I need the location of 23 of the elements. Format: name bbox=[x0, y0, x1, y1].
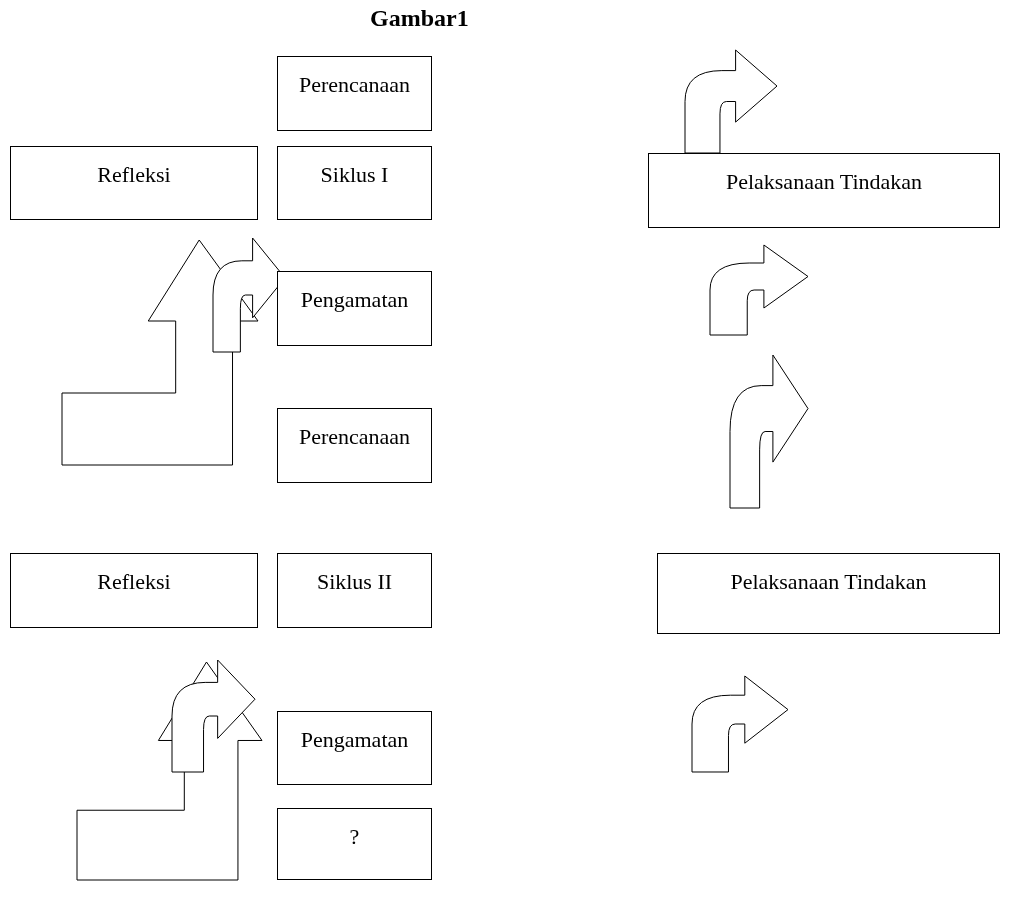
process-box bbox=[648, 153, 1000, 228]
box-label: Siklus II bbox=[316, 568, 393, 596]
box-label: Pengamatan bbox=[300, 726, 409, 754]
process-box bbox=[10, 146, 258, 220]
box-label: Pelaksanaan Tindakan bbox=[725, 168, 923, 196]
process-box bbox=[277, 56, 432, 131]
process-box bbox=[277, 408, 432, 483]
process-box bbox=[277, 146, 432, 220]
box-label: Siklus I bbox=[320, 161, 389, 189]
process-box bbox=[277, 271, 432, 346]
process-box bbox=[277, 711, 432, 785]
box-label: ? bbox=[349, 823, 360, 851]
process-box bbox=[657, 553, 1000, 634]
box-label: Refleksi bbox=[97, 568, 171, 596]
box-label: Perencanaan bbox=[298, 423, 411, 451]
box-label: Perencanaan bbox=[298, 71, 411, 99]
diagram-title: Gambar1 bbox=[370, 6, 469, 30]
process-box bbox=[277, 553, 432, 628]
box-label: Refleksi bbox=[97, 161, 171, 189]
process-box bbox=[10, 553, 258, 628]
process-box bbox=[277, 808, 432, 880]
box-label: Pelaksanaan Tindakan bbox=[730, 568, 927, 596]
box-label: Pengamatan bbox=[300, 286, 409, 314]
